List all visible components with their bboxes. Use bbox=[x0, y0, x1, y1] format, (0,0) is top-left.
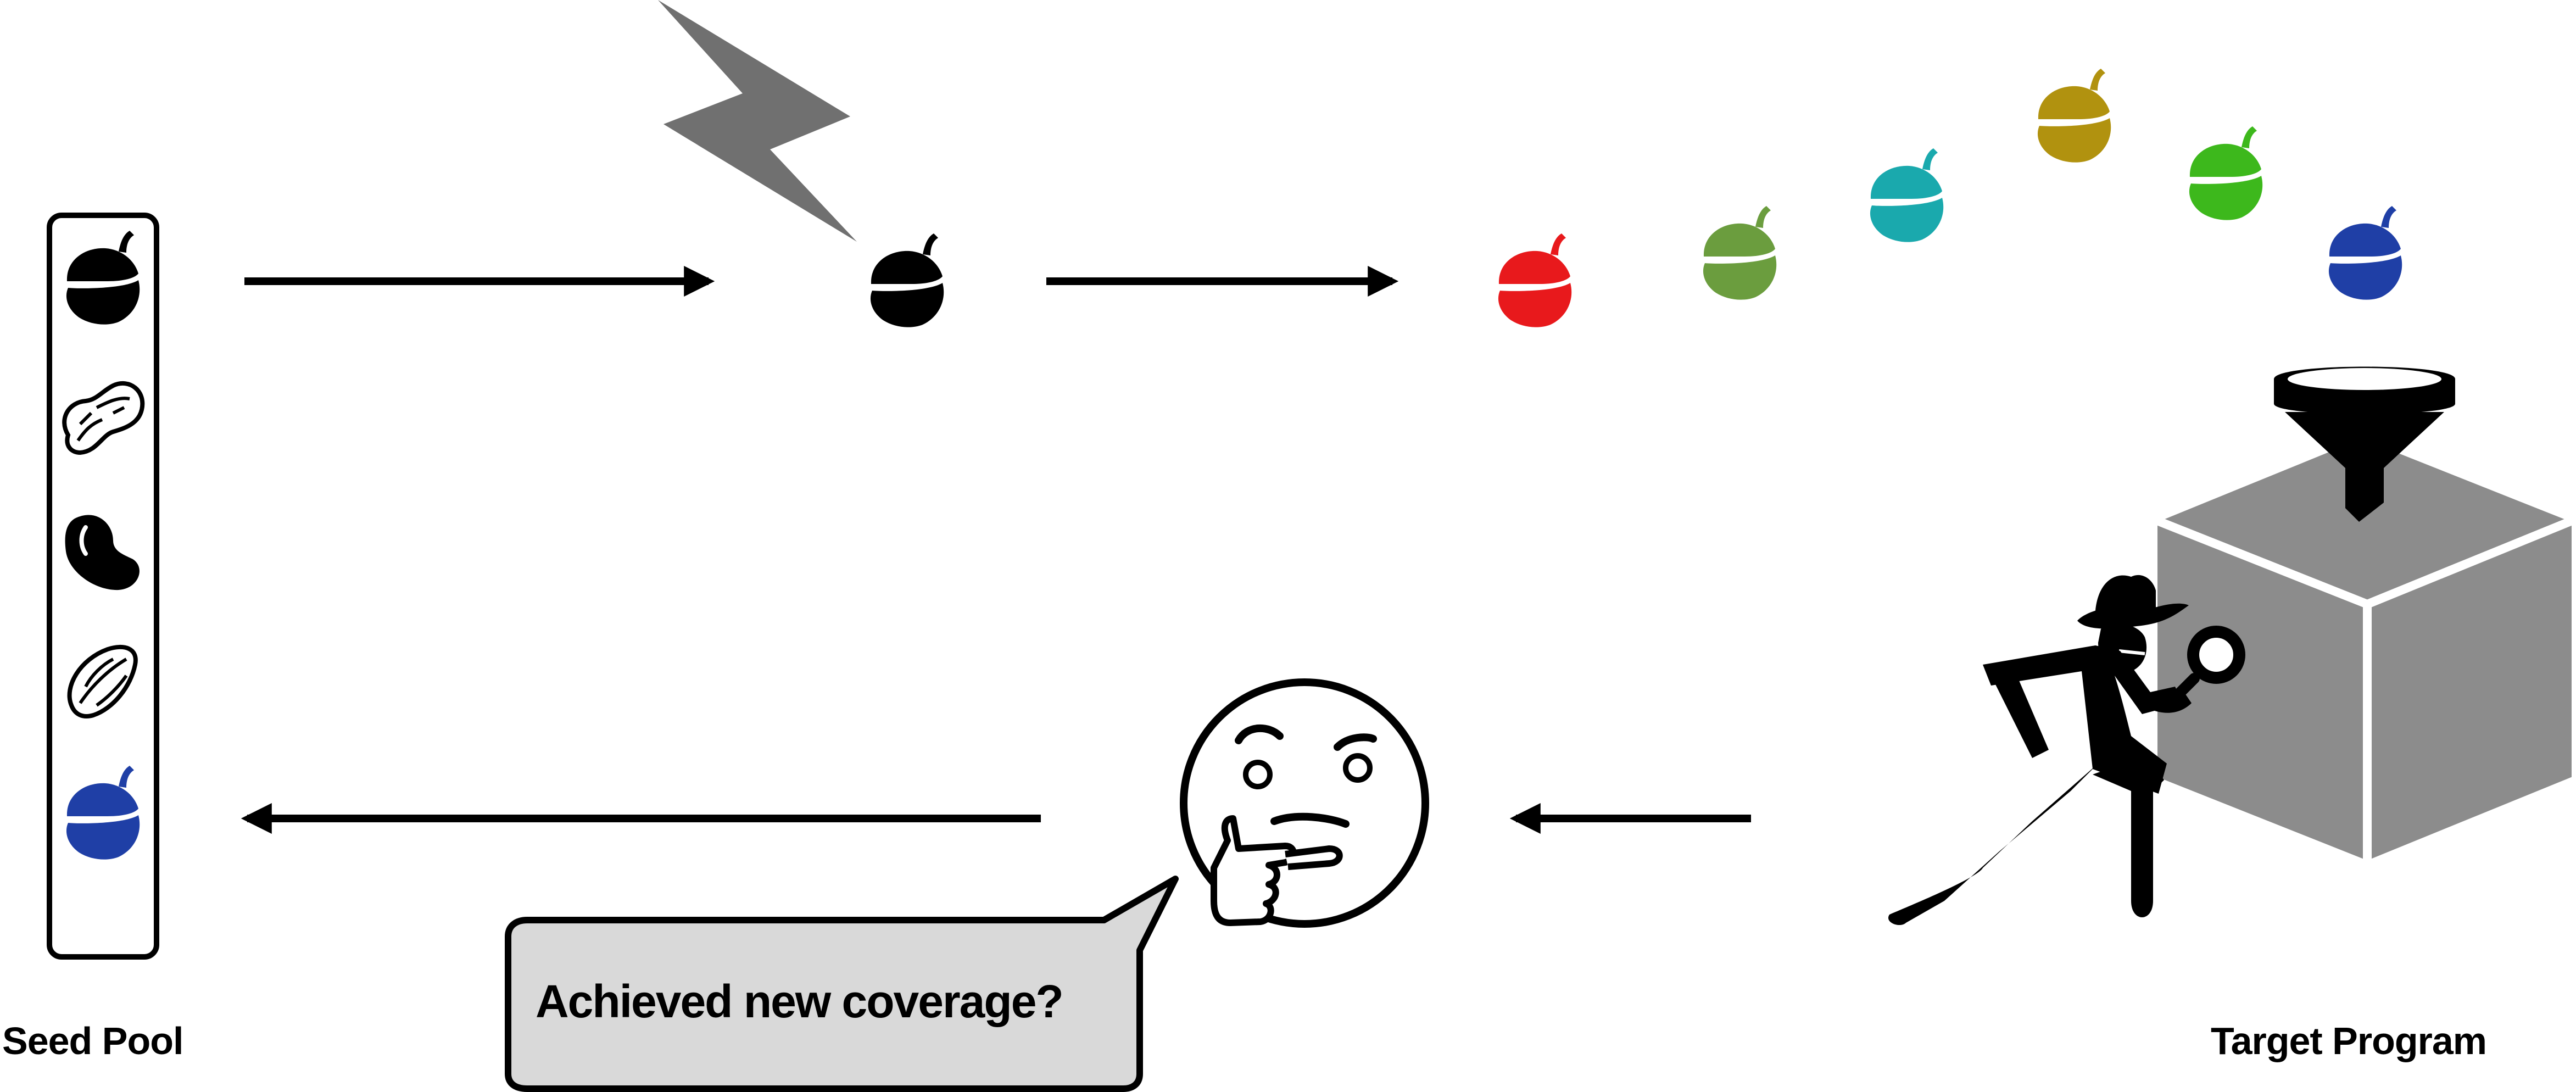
mutant-acorn-icon bbox=[2037, 69, 2111, 163]
seed-pool-label: Seed Pool bbox=[2, 1019, 183, 1062]
mutant-acorn-icon bbox=[1870, 148, 1944, 242]
almond-icon bbox=[67, 644, 138, 718]
speech-bubble-text: Achieved new coverage? bbox=[536, 976, 1064, 1027]
bean-icon bbox=[65, 515, 140, 590]
target-program-label: Target Program bbox=[2211, 1019, 2487, 1062]
selected-seed-acorn-icon bbox=[870, 233, 944, 327]
box-icon bbox=[2149, 430, 2576, 870]
detective-icon bbox=[1888, 575, 2245, 926]
mutant-acorn-icon bbox=[1498, 233, 1572, 327]
speech-bubble bbox=[505, 876, 1179, 1092]
mutant-acorn-icon bbox=[2328, 206, 2402, 300]
peanut-icon bbox=[62, 381, 145, 455]
mutant-acorn-icon bbox=[1703, 206, 1777, 300]
mutant-acorn-icon bbox=[2189, 126, 2263, 220]
funnel-icon bbox=[2274, 366, 2455, 522]
thinking-face-icon bbox=[1180, 678, 1429, 928]
lightning-icon bbox=[658, 0, 857, 242]
